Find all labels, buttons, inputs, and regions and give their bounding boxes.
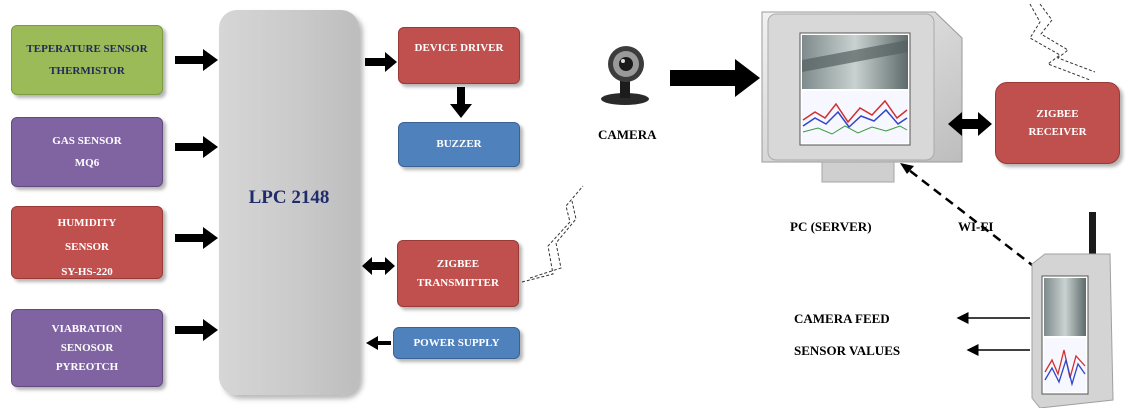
arrow-right-icon <box>175 136 218 158</box>
arrow-right-icon <box>175 49 218 71</box>
mobile-device-icon <box>1031 212 1114 408</box>
arrow-right-icon <box>175 227 218 249</box>
pyreotch-label: PYREOTCH <box>55 361 119 374</box>
buzzer-box: BUZZER <box>398 122 520 167</box>
vibration-sensor-box: VIABRATION SENOSOR PYREOTCH <box>11 309 163 387</box>
arrow-right-icon <box>175 319 218 341</box>
signal-wave-icon <box>1029 3 1096 81</box>
senosor-label: SENOSOR <box>60 341 114 354</box>
zigbee-tx-label-2: TRANSMITTER <box>417 276 499 289</box>
humidity-label: HUMIDITY <box>57 217 117 229</box>
humidity-sensor-box: HUMIDITY SENSOR SY-HS-220 <box>11 206 163 279</box>
arrow-right-icon <box>365 52 397 72</box>
zigbee-transmitter-box: ZIGBEE TRANSMITTER <box>397 240 519 307</box>
camera-label: CAMERA <box>598 127 657 142</box>
camera-icon <box>601 46 649 105</box>
temperature-sensor-label: TEPERATURE SENSOR <box>26 42 148 55</box>
lpc2148-controller: LPC 2148 <box>219 10 359 395</box>
sensor-label: SENSOR <box>64 241 110 254</box>
camera-feed-label: CAMERA FEED <box>794 311 890 326</box>
buzzer-label: BUZZER <box>436 138 482 151</box>
gas-sensor-box: GAS SENSOR MQ6 <box>11 117 163 187</box>
arrow-right-icon <box>670 59 760 97</box>
power-supply-box: POWER SUPPLY <box>393 327 520 359</box>
vibration-label: VIABRATION <box>51 322 123 335</box>
zigbee-rx-label-2: RECEIVER <box>1028 126 1087 138</box>
arrow-down-icon <box>450 87 472 118</box>
wifi-link <box>904 166 1037 269</box>
sensor-values-label: SENSOR VALUES <box>794 343 901 358</box>
device-driver-label: DEVICE DRIVER <box>414 42 504 55</box>
zigbee-rx-label-1: ZIGBEE <box>1036 107 1079 120</box>
device-driver-box: DEVICE DRIVER <box>398 27 520 84</box>
double-arrow-icon <box>948 112 992 136</box>
arrow-head-icon <box>900 163 914 174</box>
zigbee-receiver-box: ZIGBEE RECEIVER <box>995 82 1120 164</box>
temperature-sensor-box: TEPERATURE SENSOR THERMISTOR <box>11 25 163 95</box>
signal-wave-icon <box>521 185 584 283</box>
double-arrow-icon <box>362 257 395 275</box>
zigbee-tx-label-1: ZIGBEE <box>436 258 480 271</box>
gas-sensor-label: GAS SENSOR <box>52 134 122 147</box>
sy-hs-220-label: SY-HS-220 <box>61 265 113 278</box>
controller-label: LPC 2148 <box>248 186 330 208</box>
mq6-label: MQ6 <box>74 157 100 169</box>
monitor-icon <box>761 11 963 183</box>
wifi-label: WI-FI <box>958 219 994 234</box>
pc-server-label: PC (SERVER) <box>790 219 872 234</box>
power-supply-label: POWER SUPPLY <box>413 336 500 349</box>
arrow-left-icon <box>366 336 391 350</box>
thermistor-label: THERMISTOR <box>49 65 125 77</box>
